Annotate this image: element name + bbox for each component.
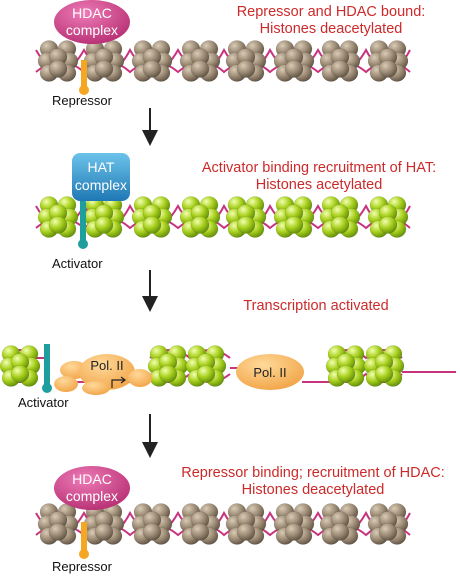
- step3-nucleosome: [325, 345, 367, 387]
- step2-factor-label: Activator: [52, 256, 103, 271]
- step2-activator: [78, 196, 88, 249]
- step3-nucleosome: [147, 345, 189, 387]
- step3-activator: [42, 344, 52, 393]
- step4-caption: Repressor binding; recruitment of HDAC: …: [170, 465, 456, 499]
- step2-caption: Activator binding recruitment of HAT: Hi…: [184, 160, 454, 194]
- step1-factor-label: Repressor: [52, 93, 112, 108]
- step3-elongating-polymerase: Pol. II: [236, 354, 304, 390]
- step2-hat-complex: HAT complex: [72, 153, 130, 201]
- step3-factor-label: Activator: [18, 395, 69, 410]
- step1-complex-line1: HDAC: [72, 5, 112, 21]
- step1-hdac-complex: HDAC complex: [54, 0, 130, 44]
- step4-caption-line1: Repressor binding; recruitment of HDAC:: [181, 465, 445, 481]
- step4-complex-line2: complex: [66, 488, 118, 504]
- step3-polymerase-label-2: Pol. II: [253, 365, 286, 380]
- step1-repressor: [79, 60, 89, 95]
- step4-nucleosome: [37, 503, 79, 545]
- step4-caption-line2: Histones deacetylated: [241, 482, 385, 498]
- step1-nucleosome: [37, 40, 79, 82]
- step2-nucleosome: [319, 196, 361, 238]
- step1-nucleosome: [179, 40, 221, 82]
- step3-preinitiation-complex: Pol. II: [54, 354, 152, 395]
- step1-nucleosome: [367, 40, 409, 82]
- step2-complex-line1: HAT: [88, 159, 115, 175]
- step1-complex-line2: complex: [66, 22, 118, 38]
- step4-nucleosome: [367, 503, 409, 545]
- step2-nucleosome: [83, 196, 125, 238]
- step4-hdac-complex: HDAC complex: [54, 466, 130, 510]
- step4-nucleosome: [225, 503, 267, 545]
- step4-nucleosome: [319, 503, 361, 545]
- step3-polymerase-label-1: Pol. II: [90, 358, 123, 373]
- step4-complex-line1: HDAC: [72, 471, 112, 487]
- step1-nucleosome: [273, 40, 315, 82]
- step3-nucleosome: [363, 345, 405, 387]
- step1-nucleosome: [319, 40, 361, 82]
- step2-nucleosome: [367, 196, 409, 238]
- step2-complex-line2: complex: [75, 177, 127, 193]
- step2-nucleosome: [179, 196, 221, 238]
- step2-nucleosome: [131, 196, 173, 238]
- step2-nucleosome: [273, 196, 315, 238]
- step2-caption-line2: Histones acetylated: [255, 177, 383, 193]
- step3-caption-line1: Transcription activated: [243, 298, 389, 314]
- step2-nucleosome: [37, 196, 79, 238]
- step1-caption-line1: Repressor and HDAC bound:: [236, 4, 426, 20]
- step4-factor-label: Repressor: [52, 559, 112, 574]
- step1-caption: Repressor and HDAC bound: Histones deace…: [206, 4, 456, 38]
- step1-nucleosome: [83, 40, 125, 82]
- step1-nucleosome: [131, 40, 173, 82]
- step4-nucleosome: [273, 503, 315, 545]
- step4-nucleosome: [131, 503, 173, 545]
- step1-nucleosome: [225, 40, 267, 82]
- step2-nucleosome: [225, 196, 267, 238]
- step4-nucleosome: [83, 503, 125, 545]
- step1-caption-line2: Histones deacetylated: [259, 21, 403, 37]
- step2-caption-line1: Activator binding recruitment of HAT:: [201, 160, 437, 176]
- step4-nucleosome: [179, 503, 221, 545]
- step4-repressor: [79, 522, 89, 559]
- step3-nucleosome: [0, 345, 41, 387]
- step3-caption: Transcription activated: [206, 298, 426, 315]
- transcription-start-arrow: [111, 379, 124, 388]
- step3-nucleosome: [185, 345, 227, 387]
